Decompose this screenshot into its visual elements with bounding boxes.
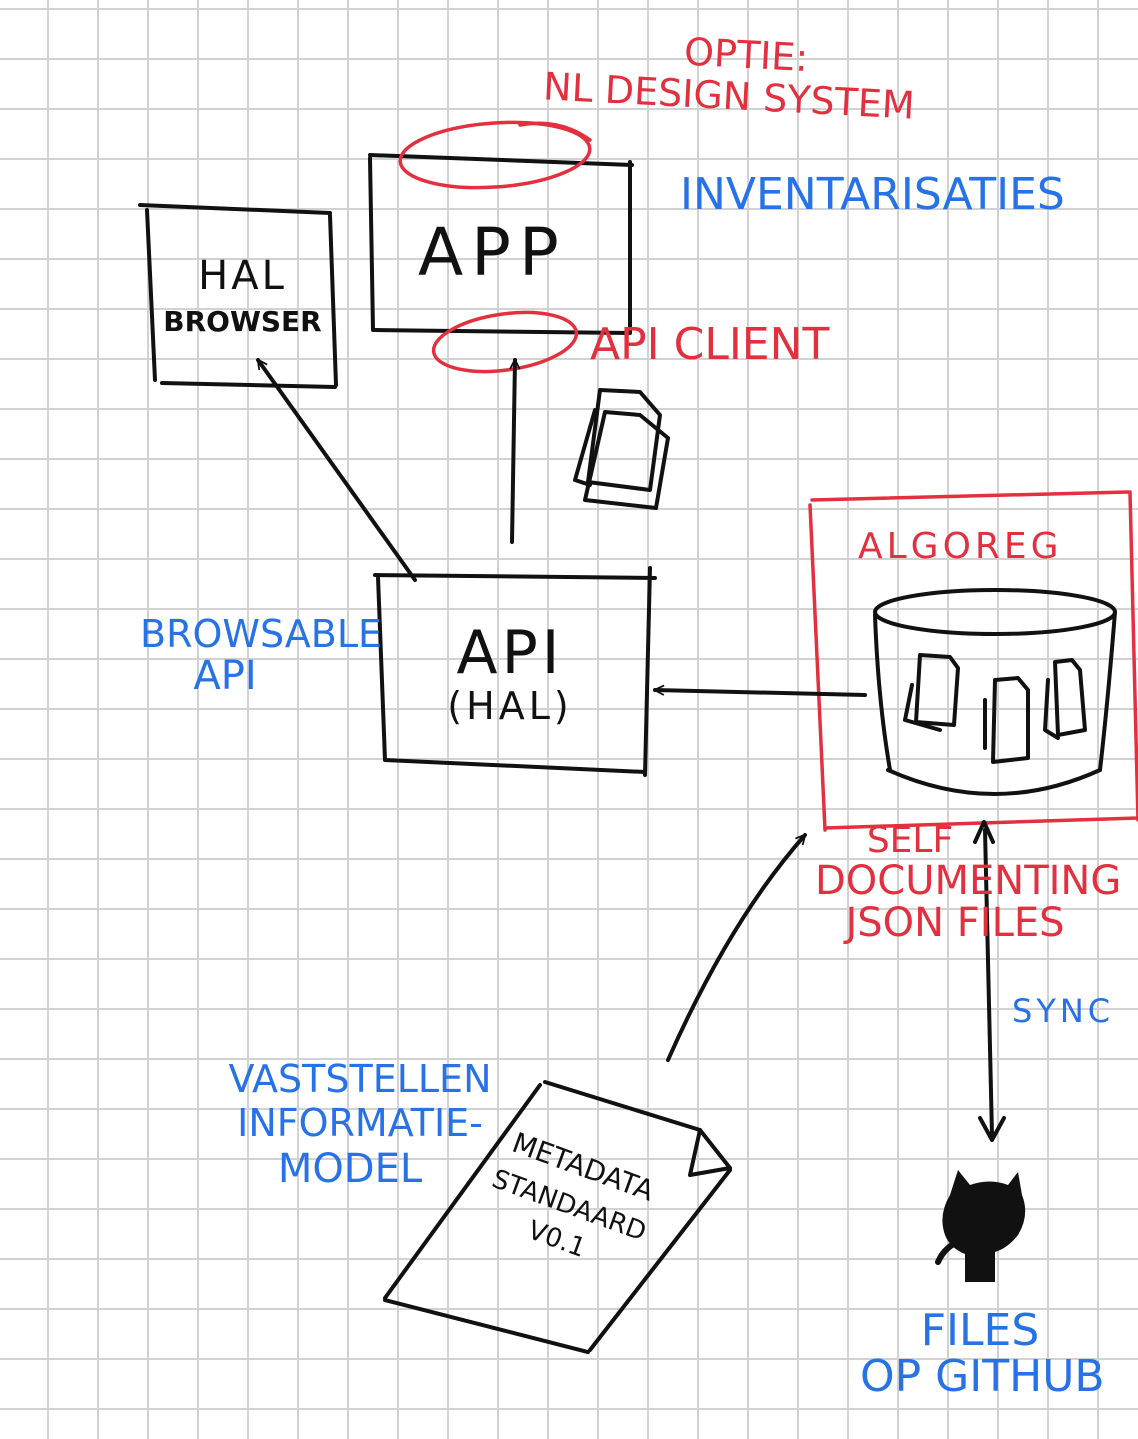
browsable-api-line2: API <box>193 652 257 699</box>
self-documenting-label: SELF DOCUMENTING JSON FILES <box>815 820 1122 946</box>
files-github-line2: OP GITHUB <box>860 1351 1105 1403</box>
nl-design-system-highlight <box>398 120 592 190</box>
vaststellen-line3: MODEL <box>277 1145 423 1192</box>
arrow-metadata-to-algoreg <box>666 833 807 1062</box>
vaststellen-line2: INFORMATIE- <box>237 1100 483 1145</box>
hal-browser-label-line1: HAL <box>198 253 287 299</box>
self-documenting-line1: SELF <box>866 820 954 861</box>
api-client-highlight <box>431 310 579 374</box>
hal-browser-label: HAL BROWSER <box>150 255 335 336</box>
vaststellen-line1: VASTSTELLEN <box>228 1057 492 1101</box>
app-label: APP <box>418 214 567 291</box>
arrow-algoreg-to-api <box>653 690 867 697</box>
self-documenting-line3: JSON FILES <box>845 899 1065 946</box>
metadata-standard-document <box>383 1080 732 1354</box>
documents-icon <box>573 388 670 510</box>
sync-arrow <box>973 820 1006 1142</box>
arrow-api-to-app <box>512 358 515 544</box>
algoreg-label: ALGOREG <box>858 526 1063 567</box>
self-documenting-line2: DOCUMENTING <box>815 857 1122 904</box>
api-box <box>373 566 657 777</box>
api-label: API (HAL) <box>400 622 620 727</box>
database-icon <box>873 588 1117 796</box>
browsable-api-label: BROWSABLE API <box>140 612 383 699</box>
sync-label: SYNC <box>1012 992 1115 1030</box>
api-client-label: API CLIENT <box>590 319 830 370</box>
github-octocat-icon <box>935 1170 1026 1282</box>
api-label-line2: (HAL) <box>447 684 573 728</box>
hal-browser-label-line2: BROWSER <box>163 305 322 338</box>
files-github-label: FILES OP GITHUB <box>860 1305 1105 1403</box>
algoreg-container <box>808 490 1138 832</box>
arrow-api-to-hal-browser <box>256 360 417 582</box>
hal-browser-box <box>138 203 338 389</box>
files-github-line1: FILES <box>920 1305 1040 1356</box>
api-label-line1: API <box>456 618 564 688</box>
app-box <box>368 153 634 335</box>
vaststellen-label: VASTSTELLEN INFORMATIE- MODEL <box>215 1057 505 1192</box>
browsable-api-line1: BROWSABLE <box>140 612 383 656</box>
inventarisaties-label: INVENTARISATIES <box>680 169 1065 220</box>
